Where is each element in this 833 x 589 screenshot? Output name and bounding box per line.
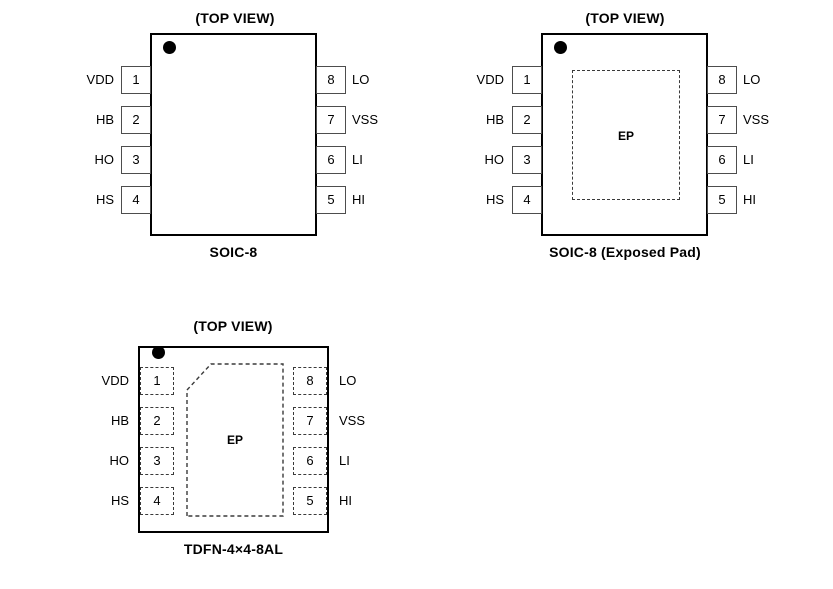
pin-label-hi-soic8: HI: [352, 192, 365, 207]
pin-5-tdfn[interactable]: 5: [293, 487, 327, 515]
exposed-pad-outline-tdfn: [186, 363, 284, 517]
package-body-soic8: [150, 33, 317, 236]
pin-label-vdd-soic8: VDD: [86, 72, 114, 87]
package-caption-tdfn: TDFN-4×4-8AL: [183, 541, 284, 557]
pin-1-soic8[interactable]: 1: [121, 66, 151, 94]
pin-label-hb-soic8: HB: [95, 112, 114, 127]
pin-8-tdfn[interactable]: 8: [293, 367, 327, 395]
exposed-pad-label-tdfn: EP: [226, 433, 243, 447]
pin-7-tdfn[interactable]: 7: [293, 407, 327, 435]
pin-2-soic8-ep[interactable]: 2: [512, 106, 542, 134]
pin-1-tdfn[interactable]: 1: [140, 367, 174, 395]
pin-label-hi-soic8-ep: HI: [743, 192, 756, 207]
pin-label-vss-soic8: VSS: [352, 112, 379, 127]
pin-5-soic8[interactable]: 5: [316, 186, 346, 214]
top-view-title-soic8-ep: (TOP VIEW): [585, 10, 665, 26]
pin-2-tdfn[interactable]: 2: [140, 407, 174, 435]
pin-label-lo-soic8-ep: LO: [743, 72, 761, 87]
pin-6-soic8[interactable]: 6: [316, 146, 346, 174]
pin-label-lo-soic8: LO: [352, 72, 370, 87]
pin-3-soic8-ep[interactable]: 3: [512, 146, 542, 174]
pin-label-ho-tdfn: HO: [109, 453, 130, 468]
pin-label-vdd-tdfn: VDD: [101, 373, 129, 388]
pin-label-li-soic8-ep: LI: [743, 152, 754, 167]
top-view-title-soic8: (TOP VIEW): [195, 10, 275, 26]
pin-1-soic8-ep[interactable]: 1: [512, 66, 542, 94]
exposed-pad-label-soic8-ep: EP: [617, 129, 634, 143]
pin-8-soic8[interactable]: 8: [316, 66, 346, 94]
pin-3-soic8[interactable]: 3: [121, 146, 151, 174]
package-diagram-soic8: (TOP VIEW) VDD 1 HB 2 HO 3 HS 4 8 LO 7 V…: [0, 0, 400, 280]
exposed-pad-outline-soic8-ep: [572, 70, 680, 200]
pin-label-ho-soic8: HO: [94, 152, 115, 167]
pin-7-soic8-ep[interactable]: 7: [707, 106, 737, 134]
pin-4-soic8-ep[interactable]: 4: [512, 186, 542, 214]
pin-label-hs-soic8-ep: HS: [485, 192, 504, 207]
pin-label-li-tdfn: LI: [339, 453, 350, 468]
pin1-indicator-dot-soic8-ep: [554, 41, 567, 54]
pin1-indicator-dot-soic8: [163, 41, 176, 54]
pin-label-hs-tdfn: HS: [110, 493, 129, 508]
pin-label-hi-tdfn: HI: [339, 493, 352, 508]
package-caption-soic8-ep: SOIC-8 (Exposed Pad): [549, 244, 701, 260]
pin-8-soic8-ep[interactable]: 8: [707, 66, 737, 94]
package-diagram-tdfn: (TOP VIEW) EP VDD 1 HB 2 HO 3 HS 4 8 LO …: [101, 318, 366, 557]
top-view-title-tdfn: (TOP VIEW): [193, 318, 273, 334]
pin-6-soic8-ep[interactable]: 6: [707, 146, 737, 174]
pin1-indicator-dot-tdfn: [152, 346, 165, 359]
pin-4-tdfn[interactable]: 4: [140, 487, 174, 515]
package-caption-soic8: SOIC-8: [209, 244, 258, 260]
pin-3-tdfn[interactable]: 3: [140, 447, 174, 475]
pin-label-vss-tdfn: VSS: [339, 413, 366, 428]
pin-5-soic8-ep[interactable]: 5: [707, 186, 737, 214]
pin-label-hb-tdfn: HB: [110, 413, 129, 428]
pin-label-li-soic8: LI: [352, 152, 363, 167]
pin-label-hs-soic8: HS: [95, 192, 114, 207]
pin-label-hb-soic8-ep: HB: [485, 112, 504, 127]
pin-7-soic8[interactable]: 7: [316, 106, 346, 134]
package-body-soic8-ep: [541, 33, 708, 236]
package-diagram-soic8-exposed-pad: (TOP VIEW) EP VDD 1 HB 2 HO 3 HS 4 8 LO …: [0, 0, 833, 280]
pin-label-vdd-soic8-ep: VDD: [476, 72, 504, 87]
pin-label-ho-soic8-ep: HO: [484, 152, 505, 167]
pin-label-lo-tdfn: LO: [339, 373, 357, 388]
pin-2-soic8[interactable]: 2: [121, 106, 151, 134]
pin-4-soic8[interactable]: 4: [121, 186, 151, 214]
pin-6-tdfn[interactable]: 6: [293, 447, 327, 475]
pin-label-vss-soic8-ep: VSS: [743, 112, 770, 127]
